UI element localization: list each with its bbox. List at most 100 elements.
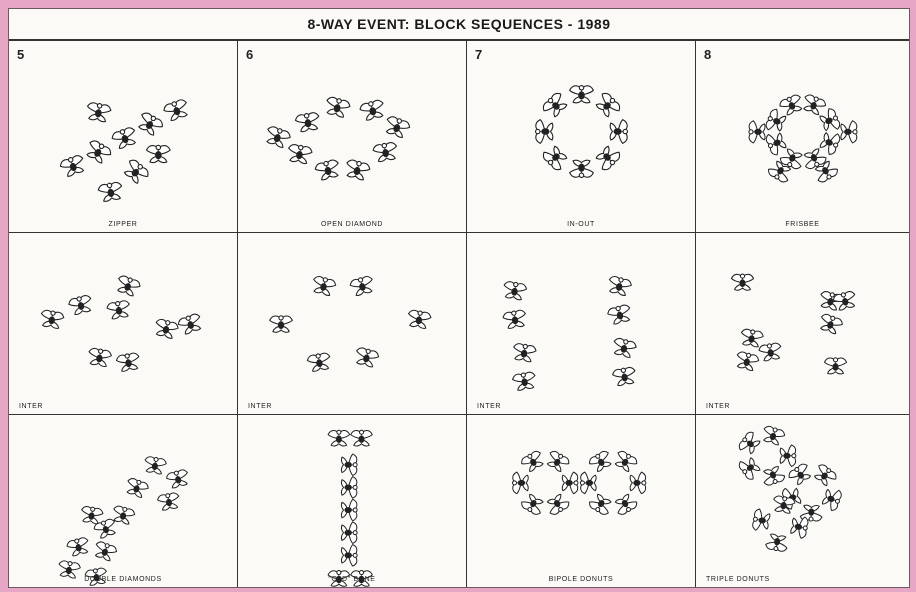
in-out-figure — [467, 41, 695, 232]
skydiver-figure-icon — [84, 567, 107, 586]
skydiver-figure-icon — [81, 506, 104, 525]
skydiver-figure-icon — [542, 92, 568, 118]
formation-cell-triple-donuts: TRIPLE DONUTS — [696, 415, 909, 587]
skydiver-figure-icon — [613, 337, 637, 358]
skydiver-figure-icon — [740, 328, 764, 348]
skydiver-figure-icon — [340, 453, 358, 477]
skydiver-figure-icon — [819, 108, 841, 132]
skydiver-figure-icon — [138, 112, 163, 136]
skydiver-figure-icon — [765, 132, 787, 156]
skydiver-figure-icon — [156, 492, 180, 511]
formation-caption: INTER — [19, 403, 43, 410]
skydiver-figure-icon — [561, 471, 579, 495]
formation-cell-zipper: 5 ZIPPER — [9, 41, 238, 233]
triple-donuts-figure — [696, 415, 909, 587]
skydiver-figure-icon — [313, 276, 337, 296]
formation-cell-bipole-donuts: BIPOLE DONUTS — [467, 415, 696, 587]
skydiver-figure-icon — [58, 560, 81, 579]
formation-sketch — [748, 94, 858, 183]
formation-caption: ZIPPER — [108, 221, 138, 228]
skydiver-figure-icon — [614, 493, 638, 515]
skydiver-figure-icon — [88, 347, 113, 367]
skydiver-figure-icon — [314, 159, 339, 181]
title-bar: 8-WAY EVENT: BLOCK SEQUENCES - 1989 — [9, 9, 909, 41]
formation-caption: INTER — [477, 403, 501, 410]
inter-figure — [9, 233, 237, 414]
skydiver-figure-icon — [68, 295, 92, 316]
formation-caption: BIPOLE DONUTS — [548, 576, 614, 583]
skydiver-figure-icon — [779, 94, 803, 116]
formation-cell-frisbee: 8 FRISBEE — [696, 41, 909, 233]
skydiver-figure-icon — [356, 347, 380, 368]
skydiver-figure-icon — [327, 429, 351, 447]
skydiver-figure-icon — [773, 495, 796, 514]
formation-caption: TRIPLE DONUTS — [706, 576, 770, 583]
skydiver-figure-icon — [117, 275, 141, 297]
column-number: 7 — [475, 47, 483, 62]
skydiver-figure-icon — [763, 425, 786, 446]
skydiver-figure-icon — [607, 304, 631, 325]
skydiver-figure-icon — [166, 469, 188, 489]
skydiver-figure-icon — [177, 313, 202, 335]
old-bone-figure — [238, 415, 466, 587]
formation-cell-double-diamonds: DOUBLE DIAMONDS — [9, 415, 238, 587]
skydiver-figure-icon — [86, 102, 112, 123]
skydiver-figure-icon — [111, 127, 137, 149]
skydiver-figure-icon — [269, 315, 294, 333]
skydiver-figure-icon — [106, 300, 130, 320]
inter-figure — [696, 233, 909, 414]
skydiver-figure-icon — [822, 488, 842, 512]
skydiver-figure-icon — [595, 145, 621, 171]
skydiver-figure-icon — [790, 516, 809, 539]
inter-figure — [467, 233, 695, 414]
skydiver-figure-icon — [145, 144, 171, 164]
skydiver-figure-icon — [568, 85, 595, 104]
skydiver-figure-icon — [327, 570, 351, 587]
page-title: 8-WAY EVENT: BLOCK SEQUENCES - 1989 — [307, 16, 611, 32]
formation-caption: FRISBEE — [785, 221, 820, 228]
skydiver-figure-icon — [779, 444, 797, 468]
diagram-sheet: 8-WAY EVENT: BLOCK SEQUENCES - 1989 5 ZI… — [8, 8, 910, 588]
skydiver-figure-icon — [803, 94, 827, 116]
skydiver-figure-icon — [763, 466, 786, 486]
formation-sketch — [730, 273, 856, 375]
open-diamond-figure — [238, 41, 466, 232]
skydiver-figure-icon — [407, 309, 432, 329]
skydiver-figure-icon — [40, 309, 65, 329]
skydiver-figure-icon — [350, 429, 373, 447]
skydiver-figure-icon — [629, 471, 647, 495]
skydiver-figure-icon — [542, 145, 568, 171]
skydiver-figure-icon — [612, 366, 636, 387]
skydiver-figure-icon — [589, 493, 612, 515]
skydiver-figure-icon — [614, 450, 638, 472]
skydiver-figure-icon — [803, 148, 827, 169]
skydiver-figure-icon — [340, 498, 358, 522]
frisbee-figure — [696, 41, 909, 232]
formation-sketch — [512, 450, 647, 515]
formation-caption: DOUBLE DIAMONDS — [84, 576, 162, 583]
skydiver-figure-icon — [287, 144, 313, 165]
skydiver-figure-icon — [511, 371, 536, 391]
skydiver-figure-icon — [814, 160, 838, 183]
skydiver-figure-icon — [546, 493, 570, 515]
formation-sketch — [502, 276, 637, 391]
skydiver-figure-icon — [738, 457, 761, 480]
skydiver-figure-icon — [534, 119, 554, 145]
skydiver-figure-icon — [813, 464, 837, 487]
formation-caption: INTER — [248, 403, 272, 410]
zipper-figure — [9, 41, 237, 232]
formation-sketch — [40, 275, 202, 372]
skydiver-figure-icon — [266, 126, 291, 148]
skydiver-figure-icon — [840, 120, 858, 144]
skydiver-figure-icon — [66, 537, 89, 557]
skydiver-figure-icon — [579, 471, 597, 495]
formation-cell-inter-5: INTER — [9, 233, 238, 415]
skydiver-figure-icon — [155, 318, 179, 339]
skydiver-figure-icon — [512, 471, 529, 495]
skydiver-figure-icon — [126, 478, 149, 498]
skydiver-figure-icon — [513, 343, 537, 363]
formation-caption: IN-OUT — [567, 221, 595, 228]
formation-sketch — [327, 429, 373, 587]
column-number: 8 — [704, 47, 712, 62]
formation-caption: OPEN DIAMOND — [320, 221, 384, 228]
